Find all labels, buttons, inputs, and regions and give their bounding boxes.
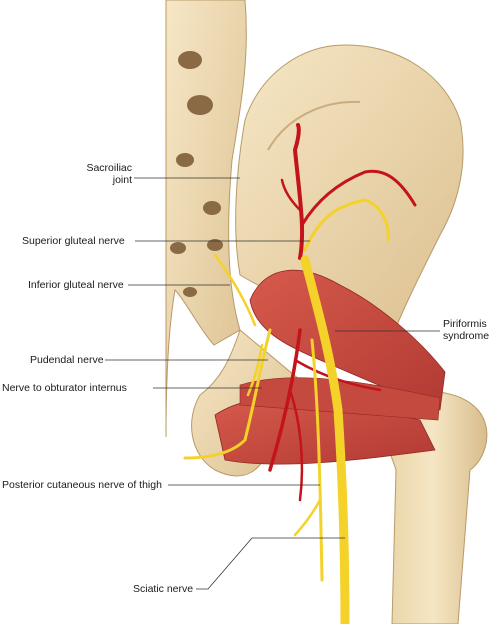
posterior-cutaneous-nerve bbox=[310, 338, 324, 582]
label-sacroiliac-line1: Sacroiliac bbox=[86, 162, 132, 174]
leader-sciatic bbox=[196, 537, 345, 590]
label-sacroiliac-joint: Sacroiliac joint bbox=[60, 162, 132, 186]
arteries bbox=[268, 123, 417, 502]
label-piriformis-line2: syndrome bbox=[443, 330, 490, 342]
nerve-to-obturator-internus bbox=[246, 343, 264, 397]
sacral-foramen bbox=[207, 239, 223, 251]
label-superior-gluteal-nerve: Superior gluteal nerve bbox=[22, 235, 125, 247]
label-piriformis-line1: Piriformis bbox=[443, 318, 487, 330]
label-piriformis-syndrome: Piriformis syndrome bbox=[443, 318, 489, 342]
inferior-gluteal-artery bbox=[268, 328, 302, 472]
sacral-foramen bbox=[187, 95, 213, 115]
sacral-foramen bbox=[176, 153, 194, 167]
pudendal-nerve bbox=[183, 328, 272, 460]
sacral-foramen bbox=[178, 51, 202, 69]
label-sciatic-nerve: Sciatic nerve bbox=[133, 583, 194, 595]
sacral-foramen bbox=[203, 201, 221, 215]
label-inferior-gluteal-nerve: Inferior gluteal nerve bbox=[28, 279, 124, 291]
superior-gluteal-nerve bbox=[303, 198, 390, 252]
leader-lines bbox=[105, 177, 440, 590]
label-nerve-to-obturator-internus: Nerve to obturator internus bbox=[2, 382, 127, 394]
sacral-foramen bbox=[170, 242, 186, 254]
superior-gluteal-artery bbox=[292, 123, 305, 260]
superior-gluteal-artery-branch bbox=[300, 169, 417, 227]
label-posterior-cutaneous-nerve: Posterior cutaneous nerve of thigh bbox=[2, 479, 162, 491]
posterior-cutaneous-nerve-branch bbox=[293, 498, 322, 537]
ilium bbox=[235, 44, 464, 331]
sacral-foramen bbox=[183, 287, 197, 297]
superior-gluteal-artery-branch bbox=[280, 178, 302, 212]
label-pudendal-nerve: Pudendal nerve bbox=[30, 354, 104, 366]
sciatic-nerve bbox=[300, 255, 350, 624]
inferior-gluteal-artery-branch bbox=[288, 388, 304, 502]
inferior-gluteal-nerve bbox=[213, 253, 257, 327]
sacrum bbox=[165, 0, 247, 438]
nerves bbox=[183, 198, 390, 624]
label-sacroiliac-line2: joint bbox=[112, 174, 132, 186]
